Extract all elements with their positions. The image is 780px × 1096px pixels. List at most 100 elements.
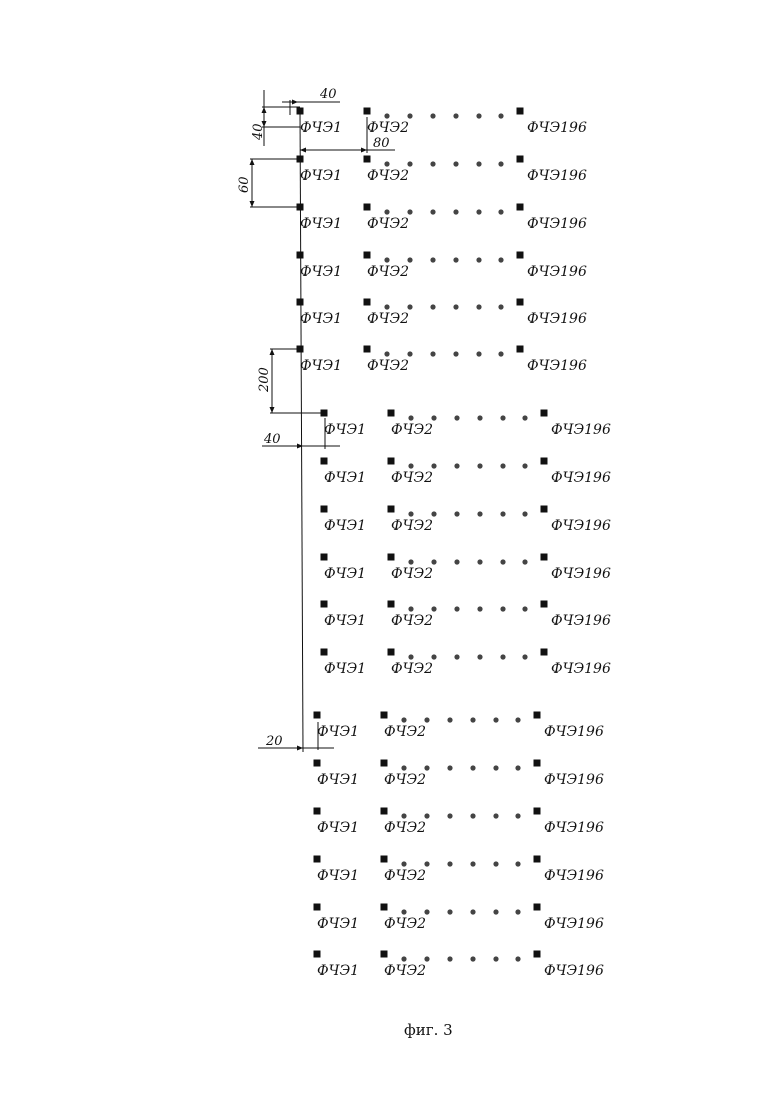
element-dot bbox=[384, 304, 389, 309]
element-label-last: ФЧЭ196 bbox=[544, 916, 604, 932]
arrow-200-up bbox=[270, 349, 275, 355]
element-label-last: ФЧЭ196 bbox=[527, 264, 587, 280]
element-dot bbox=[424, 717, 429, 722]
element-square-first bbox=[314, 808, 321, 815]
element-dot bbox=[401, 861, 406, 866]
element-dot bbox=[515, 717, 520, 722]
element-square-second bbox=[381, 856, 388, 863]
element-dot bbox=[493, 956, 498, 961]
element-dot bbox=[454, 463, 459, 468]
element-square-last bbox=[534, 808, 541, 815]
element-label-second: ФЧЭ2 bbox=[391, 518, 433, 534]
element-label-second: ФЧЭ2 bbox=[367, 168, 409, 184]
element-square-last bbox=[517, 108, 524, 115]
element-square-last bbox=[541, 554, 548, 561]
element-dot bbox=[431, 654, 436, 659]
element-square-last bbox=[517, 299, 524, 306]
element-label-second: ФЧЭ2 bbox=[391, 422, 433, 438]
element-square-last bbox=[534, 760, 541, 767]
element-dot bbox=[407, 304, 412, 309]
element-dot bbox=[453, 257, 458, 262]
element-dot bbox=[500, 606, 505, 611]
element-square-second bbox=[381, 808, 388, 815]
arrow-40-top bbox=[292, 100, 298, 105]
element-dot bbox=[493, 813, 498, 818]
element-square-second bbox=[388, 410, 395, 417]
element-dot bbox=[431, 511, 436, 516]
element-dot bbox=[408, 654, 413, 659]
arrow-40-mid bbox=[297, 444, 303, 449]
element-square-first bbox=[297, 252, 304, 259]
element-row: ФЧЭ1ФЧЭ2ФЧЭ196 bbox=[314, 760, 604, 789]
element-square-second bbox=[381, 712, 388, 719]
element-square-last bbox=[517, 204, 524, 211]
arrow-20 bbox=[297, 746, 303, 751]
arrow-60-down bbox=[250, 201, 255, 207]
element-label-first: ФЧЭ1 bbox=[300, 168, 342, 184]
element-dot bbox=[515, 861, 520, 866]
element-dot bbox=[470, 909, 475, 914]
element-dot bbox=[430, 113, 435, 118]
arrow-80-left bbox=[300, 148, 306, 153]
element-label-last: ФЧЭ196 bbox=[527, 168, 587, 184]
arrow-80-right bbox=[361, 148, 367, 153]
element-dot bbox=[401, 717, 406, 722]
element-dot bbox=[407, 113, 412, 118]
element-dot bbox=[476, 257, 481, 262]
element-dot bbox=[477, 606, 482, 611]
element-label-second: ФЧЭ2 bbox=[384, 916, 426, 932]
dim-label-40-mid: 40 bbox=[263, 432, 281, 447]
element-dot bbox=[454, 606, 459, 611]
element-dot bbox=[500, 559, 505, 564]
element-square-second bbox=[388, 554, 395, 561]
element-square-first bbox=[297, 299, 304, 306]
element-dot bbox=[515, 813, 520, 818]
element-label-last: ФЧЭ196 bbox=[551, 566, 611, 582]
element-row: ФЧЭ1 ФЧЭ2 ФЧЭ196 bbox=[297, 156, 587, 185]
element-square-second bbox=[364, 108, 371, 115]
element-row: ФЧЭ1ФЧЭ2ФЧЭ196 bbox=[314, 808, 604, 837]
element-dot bbox=[477, 511, 482, 516]
element-dot bbox=[453, 113, 458, 118]
element-square-last bbox=[541, 410, 548, 417]
element-label-first: ФЧЭ1 bbox=[300, 216, 342, 232]
dim-label-200: 200 bbox=[257, 367, 272, 393]
element-dot bbox=[408, 559, 413, 564]
element-dot bbox=[453, 161, 458, 166]
element-dot bbox=[476, 304, 481, 309]
element-dot bbox=[476, 113, 481, 118]
element-square-first bbox=[321, 601, 328, 608]
element-square-second bbox=[364, 156, 371, 163]
element-dot bbox=[470, 861, 475, 866]
dim-label-40-top: 40 bbox=[319, 87, 337, 102]
element-square-second bbox=[364, 204, 371, 211]
element-dot bbox=[424, 765, 429, 770]
element-dot bbox=[454, 511, 459, 516]
element-label-first: ФЧЭ1 bbox=[317, 772, 359, 788]
element-label-second: ФЧЭ2 bbox=[367, 264, 409, 280]
element-row: ФЧЭ1ФЧЭ2ФЧЭ196 bbox=[314, 904, 604, 933]
element-dot bbox=[522, 559, 527, 564]
element-dot bbox=[424, 861, 429, 866]
arrow-200-down bbox=[270, 407, 275, 413]
element-dot bbox=[401, 765, 406, 770]
element-dot bbox=[401, 813, 406, 818]
element-row: ФЧЭ1ФЧЭ2ФЧЭ196 bbox=[321, 649, 611, 678]
element-dot bbox=[498, 209, 503, 214]
element-square-second bbox=[381, 951, 388, 958]
element-row: ФЧЭ1ФЧЭ2ФЧЭ196 bbox=[321, 506, 611, 535]
element-dot bbox=[384, 209, 389, 214]
element-square-second bbox=[388, 601, 395, 608]
element-dot bbox=[407, 209, 412, 214]
element-label-first: ФЧЭ1 bbox=[324, 613, 366, 629]
element-square-last bbox=[534, 856, 541, 863]
element-dot bbox=[431, 606, 436, 611]
element-dot bbox=[431, 463, 436, 468]
element-label-last: ФЧЭ196 bbox=[527, 311, 587, 327]
element-label-last: ФЧЭ196 bbox=[544, 820, 604, 836]
element-label-first: ФЧЭ1 bbox=[317, 724, 359, 740]
element-dot bbox=[476, 209, 481, 214]
element-label-first: ФЧЭ1 bbox=[324, 470, 366, 486]
element-dot bbox=[493, 909, 498, 914]
